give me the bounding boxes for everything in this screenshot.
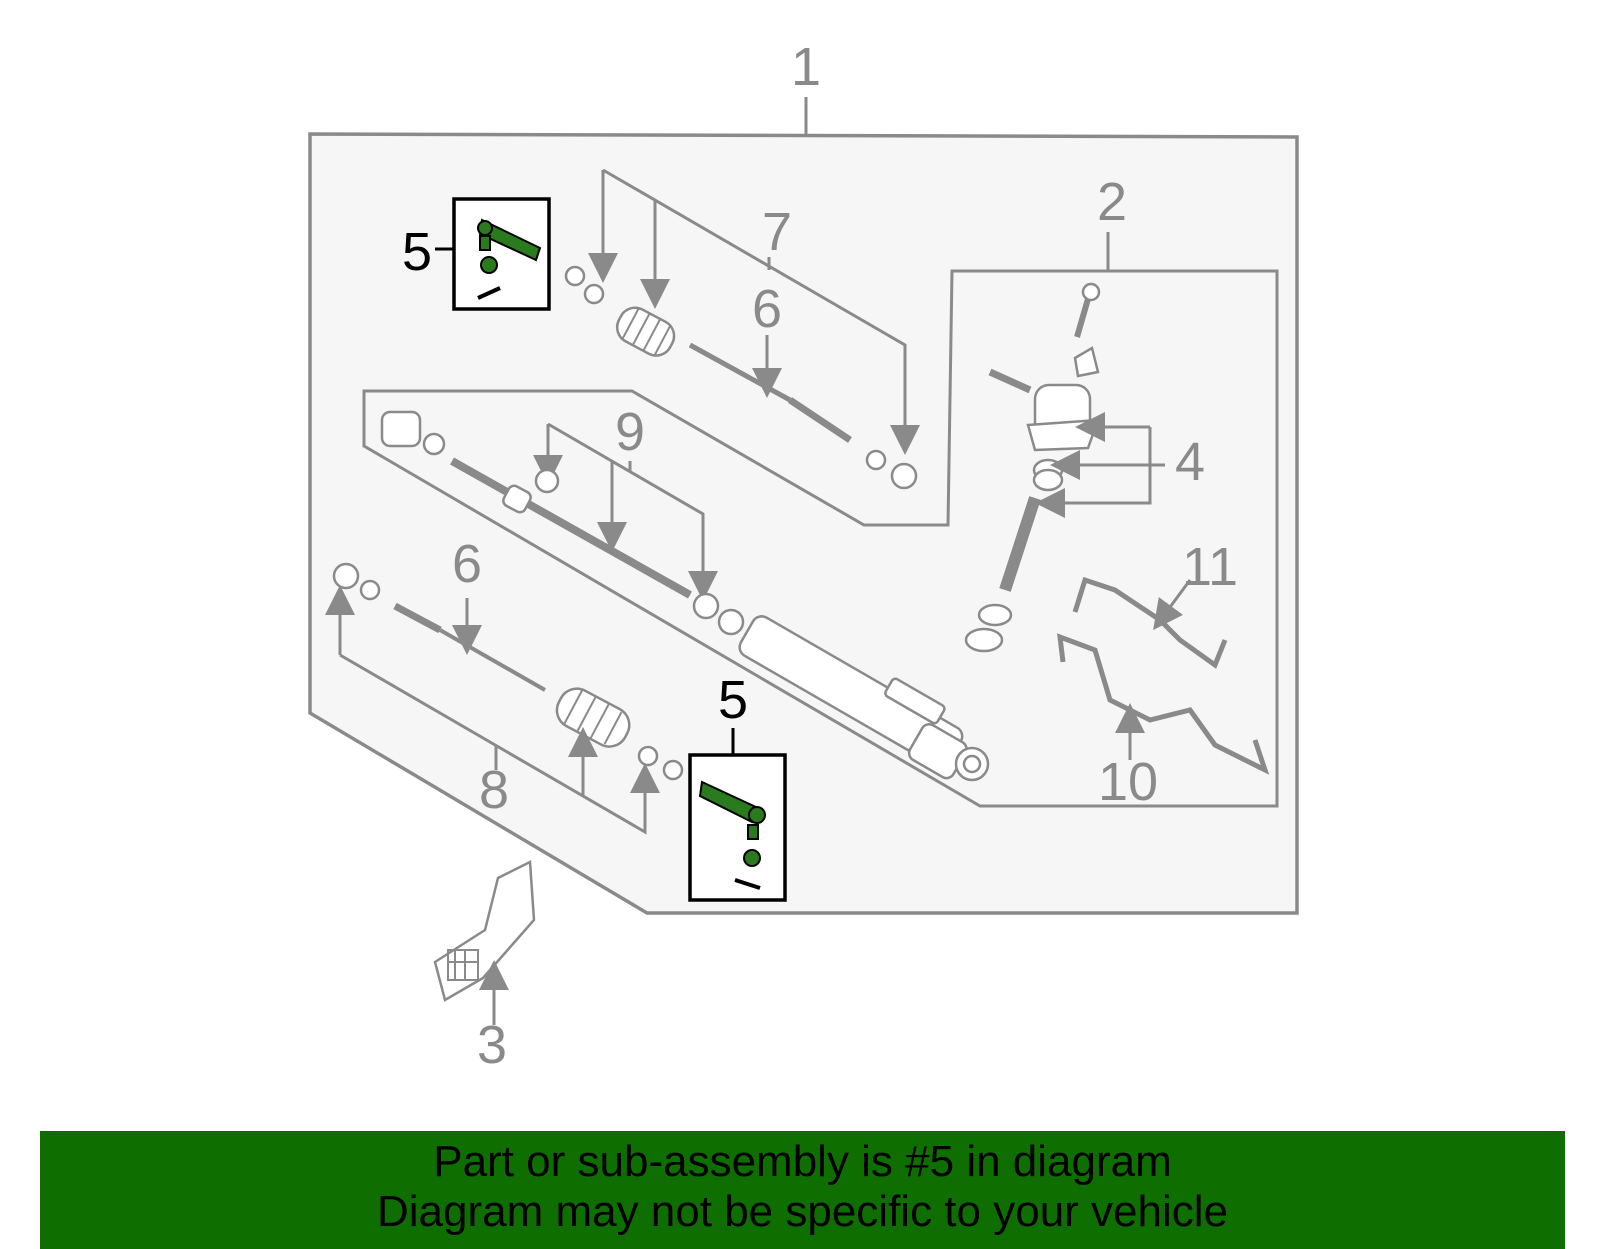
rack-group	[380, 410, 990, 782]
callout-line-11	[1153, 579, 1192, 631]
bracket-7	[588, 168, 920, 455]
callout-6-lower: 6	[452, 534, 482, 594]
callout-5-lower: 5	[718, 670, 748, 730]
callout-1: 1	[791, 37, 821, 97]
callout-9: 9	[615, 402, 645, 462]
bracket-8	[325, 585, 660, 835]
housing-panel	[362, 269, 1279, 808]
bracket-4	[1035, 412, 1165, 518]
banner-line-2: Diagram may not be specific to your vehi…	[376, 1187, 1229, 1236]
callout-2: 2	[1097, 172, 1127, 232]
callout-7: 7	[762, 202, 792, 262]
callout-4: 4	[1175, 432, 1205, 492]
info-banner: Part or sub-assembly is #5 in diagram Di…	[40, 1131, 1565, 1249]
banner-line-1: Part or sub-assembly is #5 in diagram	[433, 1137, 1172, 1186]
callout-10: 10	[1098, 752, 1158, 812]
tie-rod-end-box-lower[interactable]	[688, 753, 787, 902]
callout-6-upper: 6	[752, 279, 782, 339]
callout-5-upper: 5	[402, 222, 432, 282]
callout-8: 8	[479, 760, 509, 820]
tie-rod-end-icon-lower	[698, 780, 766, 890]
callout-11: 11	[1182, 537, 1238, 597]
bracket-9	[533, 422, 718, 601]
tie-rod-end-icon-upper	[477, 218, 542, 300]
mounting-bracket	[433, 860, 536, 1002]
assembly-panel	[308, 132, 1299, 915]
callout-3: 3	[477, 1015, 507, 1075]
